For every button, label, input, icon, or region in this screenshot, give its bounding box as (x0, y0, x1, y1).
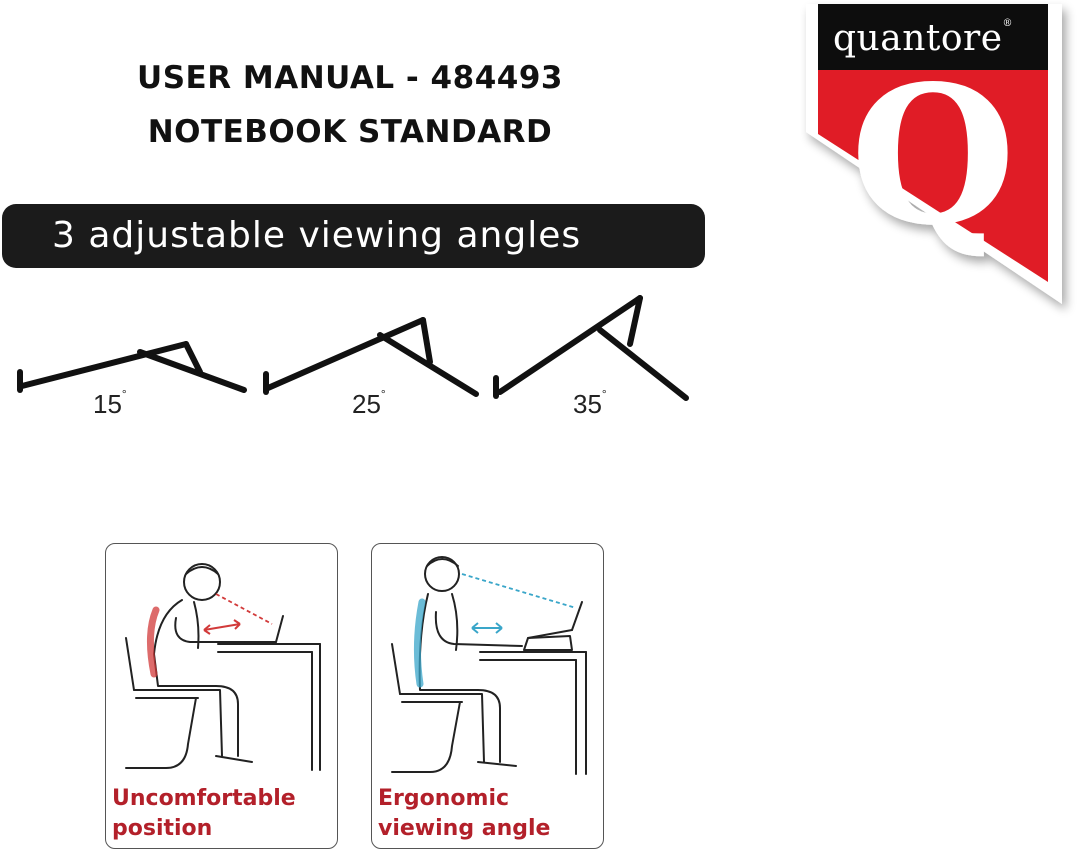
stand-25-degree-icon (263, 317, 479, 397)
manual-title: USER MANUAL - 484493 (137, 60, 563, 96)
feature-banner: 3 adjustable viewing angles (2, 204, 705, 268)
uncomfortable-position-panel: Uncomfortable position (105, 543, 338, 849)
ergonomic-caption: Ergonomic viewing angle (378, 786, 551, 841)
stand-15-degree-icon (17, 341, 247, 393)
product-title: NOTEBOOK STANDARD (147, 114, 553, 150)
angle-label-15: 15° (93, 387, 127, 419)
slouching-person-illustration (125, 563, 321, 771)
logo-letter-q: Q (850, 44, 1016, 267)
stand-angle-diagrams (17, 295, 689, 401)
uncomfortable-caption: Uncomfortable position (112, 786, 296, 841)
quantore-logo: Q (806, 4, 1062, 304)
angle-label-35: 35° (573, 387, 607, 419)
ergonomic-position-panel: Ergonomic viewing angle (371, 543, 604, 849)
upright-person-illustration (391, 556, 587, 775)
stand-35-degree-icon (493, 295, 689, 401)
angle-label-25: 25° (352, 387, 386, 419)
logo-wordmark: quantore® (833, 18, 1014, 59)
